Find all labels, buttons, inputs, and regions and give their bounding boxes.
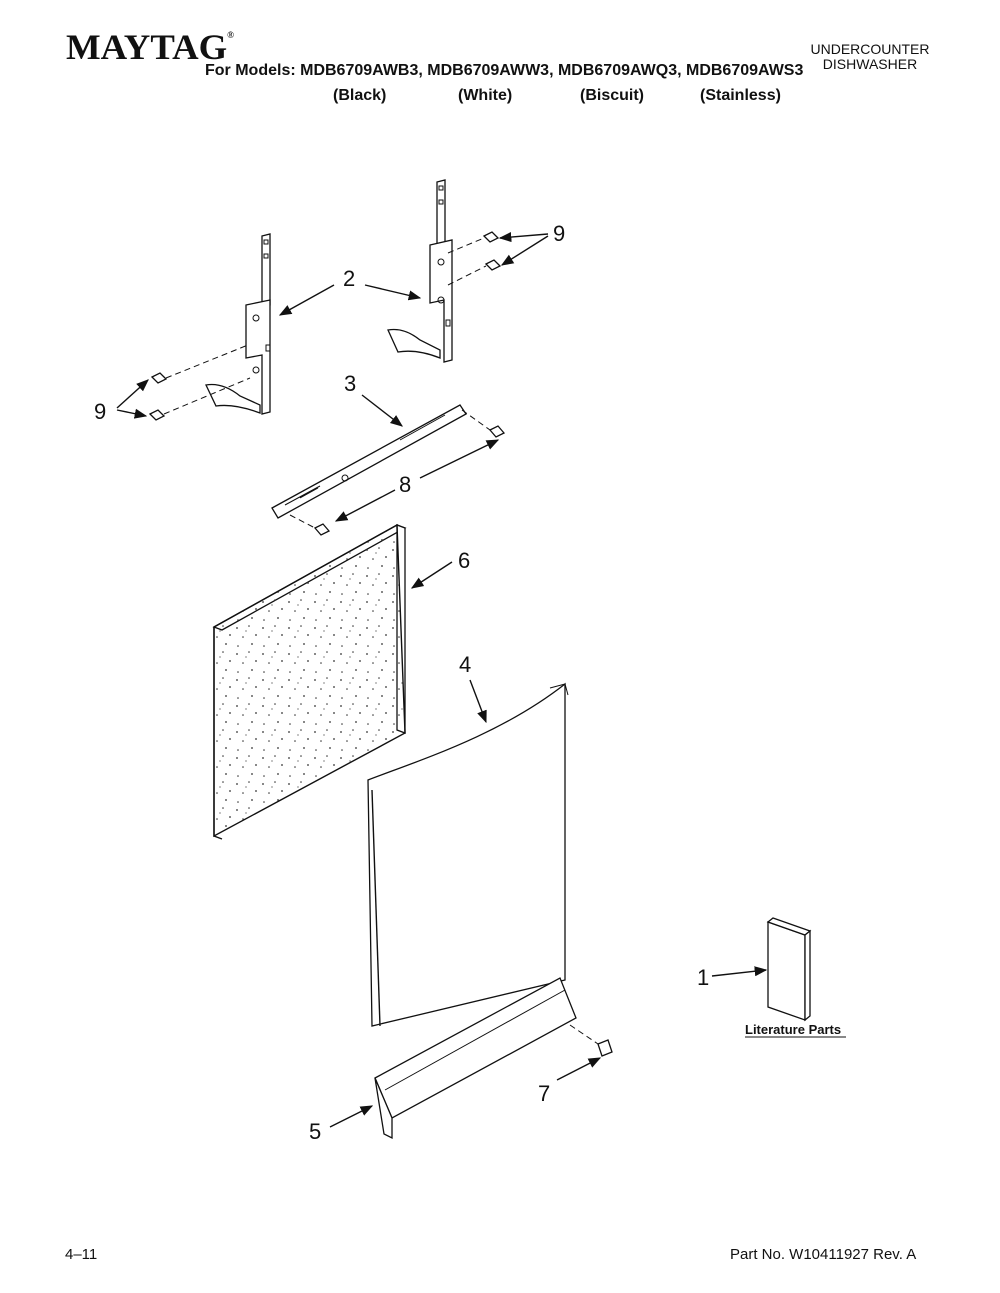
category-line-1: UNDERCOUNTER [810,41,930,57]
callout-9-left: 9 [94,399,106,424]
leader-lines [116,232,768,1128]
part-number: Part No. W10411927 Rev. A [730,1246,917,1263]
variant-white: (White) [458,87,513,104]
callout-4: 4 [459,652,471,677]
category-line-2: DISHWASHER [822,56,918,72]
variant-black: (Black) [333,87,387,104]
variant-biscuit: (Biscuit) [580,87,644,104]
appliance-category: UNDERCOUNTER DISHWASHER [800,42,940,72]
models-line: For Models: MDB6709AWB3, MDB6709AWW3, MD… [205,62,804,79]
screws-right [447,231,502,286]
callout-3: 3 [344,371,356,396]
callout-7: 7 [538,1081,550,1106]
literature-parts-label: Literature Parts [745,1022,841,1037]
kick-clip [569,1024,613,1057]
brand-logo: MAYTAG® [66,26,234,68]
mounting-bracket [271,404,467,519]
callout-5: 5 [309,1119,321,1144]
brand-registered-mark: ® [227,30,235,40]
door-panel [212,523,407,840]
variant-stainless: (Stainless) [700,87,781,104]
literature-booklet [766,917,812,1022]
toe-kick [374,977,577,1140]
screws-left [148,344,251,421]
callout-2: 2 [343,266,355,291]
callout-8: 8 [399,472,411,497]
brand-name: MAYTAG [66,27,228,67]
hinge-left [205,233,271,415]
callout-6: 6 [458,548,470,573]
hinge-right [387,179,453,363]
outer-door [367,682,569,1027]
bracket-screws [289,409,506,536]
callout-9-right: 9 [553,221,565,246]
page-number: 4–11 [65,1246,98,1263]
callout-1: 1 [697,965,709,990]
